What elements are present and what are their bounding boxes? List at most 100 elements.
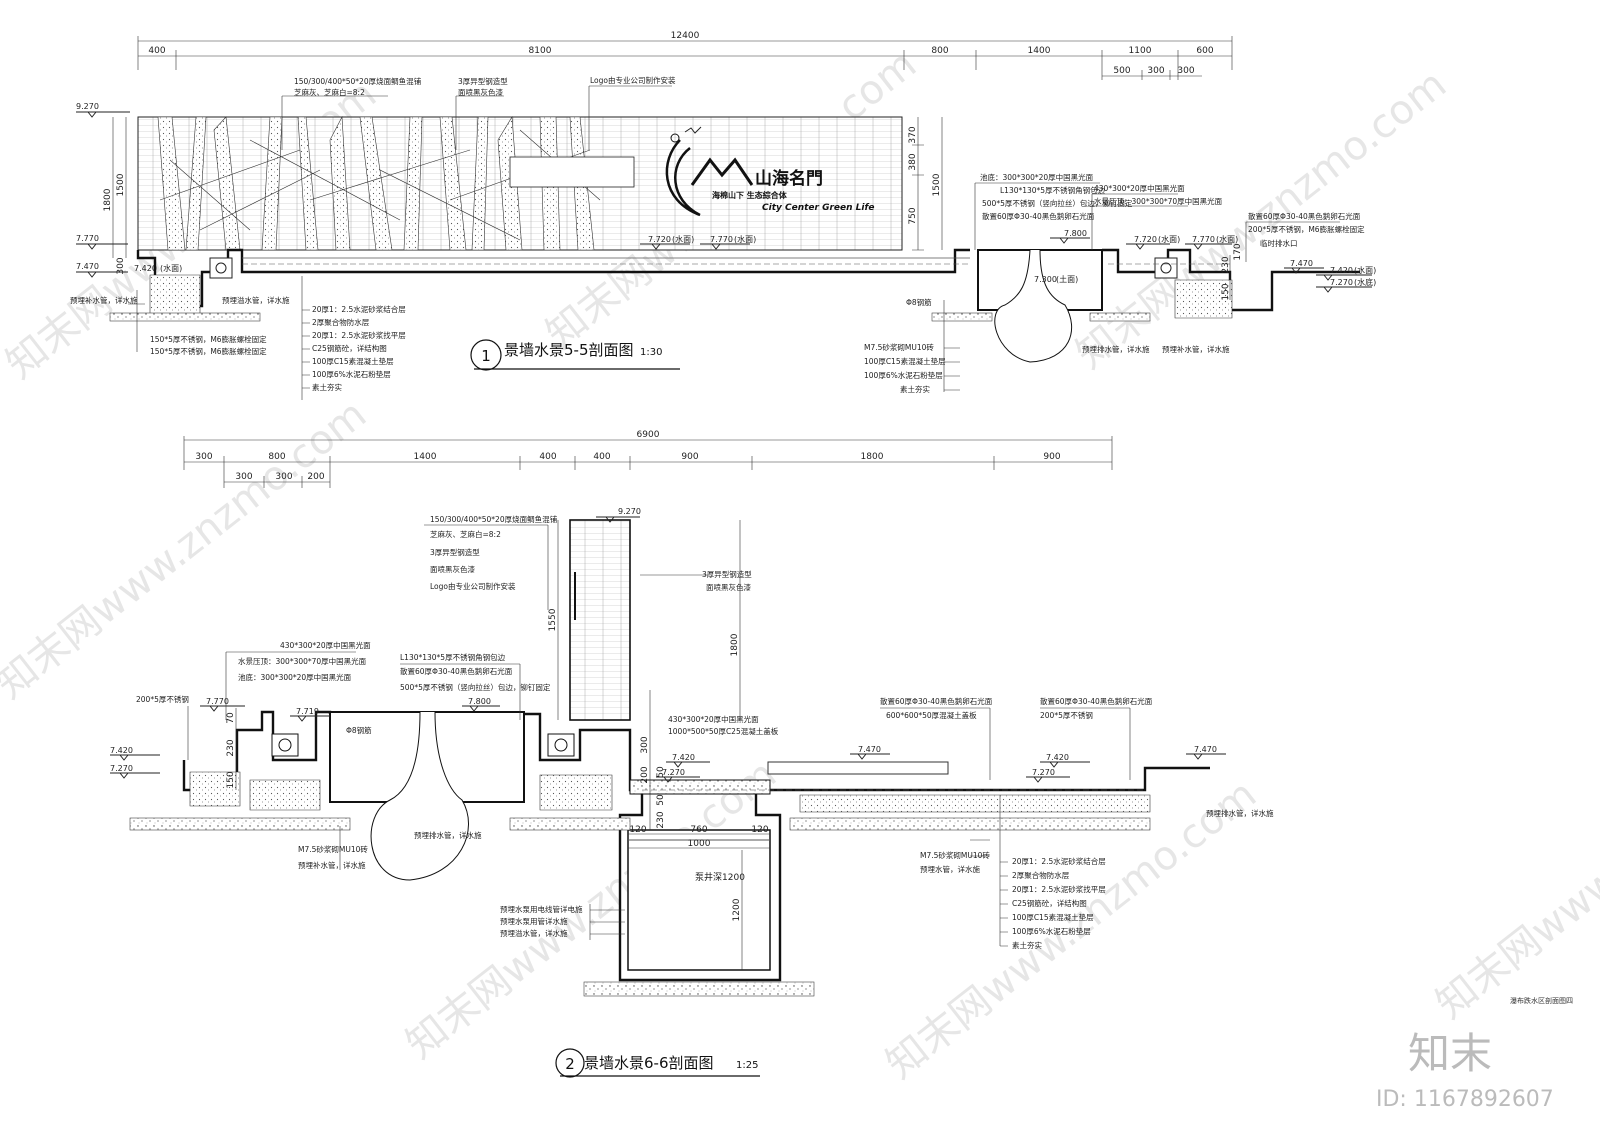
logo-english: City Center Green Life	[762, 203, 875, 213]
note: 1000*500*50厚C25混凝土盖板	[668, 726, 779, 736]
feature-wall-elevation: 山海名門 海棉山下 生态綜合体 City Center Green Life	[137, 115, 903, 251]
note: 预埋补水管，详水施	[1162, 344, 1230, 354]
dim: 200	[640, 766, 650, 783]
section-2-notes-left: 430*300*20厚中国黑光面 水景压顶：300*300*70厚中国黑光面 池…	[136, 640, 551, 760]
level-label: 7.420	[1046, 753, 1069, 762]
dim: 900	[681, 452, 698, 462]
note: 100厚6%水泥石粉垫层	[864, 370, 943, 380]
level-tag: (水面)	[160, 263, 182, 273]
note: 素土夯实	[900, 384, 930, 394]
section-1-levels-left: 9.270 7.770 7.470 7.420 (水面)	[76, 102, 182, 278]
level-tag: (水面)	[1158, 234, 1180, 244]
note: Logo由专业公司制作安装	[430, 581, 516, 591]
dim: 380	[908, 153, 918, 170]
dim: 1550	[548, 608, 558, 631]
note: 430*300*20厚中国黑光面	[1094, 183, 1185, 193]
note: 水景压顶：300*300*70厚中国黑光面	[1094, 196, 1223, 206]
note: 素土夯实	[312, 382, 342, 392]
section-number: 2	[565, 1055, 575, 1073]
dim: 400	[593, 452, 610, 462]
note: 3厚异型钢造型	[702, 569, 752, 579]
level-label: 7.719	[296, 707, 319, 716]
dim: 1100	[1129, 46, 1152, 56]
level-label: 7.770	[710, 235, 733, 244]
section-1-notes-right: 池底：300*300*20厚中国黑光面 L130*130*5厚不锈钢角钢包边 5…	[974, 172, 1365, 262]
note: Φ8钢筋	[906, 297, 932, 307]
note: 面喷黑灰色漆	[706, 582, 751, 592]
section-2-dimensions-left: 70 230 150	[226, 708, 237, 790]
dim: 50	[656, 794, 666, 806]
note: 散置60厚Φ30-40黑色鹅卵石光面	[982, 211, 1095, 221]
level-label: 7.270	[1032, 768, 1055, 777]
level-label: 9.270	[76, 102, 99, 111]
dim: 800	[931, 46, 948, 56]
note: 面喷黑灰色漆	[458, 87, 503, 97]
level-label: 7.300	[1034, 275, 1057, 284]
section-scale: 1:25	[736, 1060, 758, 1071]
section-1-pool	[109, 248, 1360, 363]
note: 200*5厚不锈钢	[136, 694, 189, 704]
level-label: 7.770	[206, 697, 229, 706]
note: 150/300/400*50*20厚烧面鲷鱼混铺	[430, 514, 558, 524]
section-2-levels: 7.770 7.719 7.800 7.420 7.270 7.420 7.27…	[110, 697, 1226, 783]
level-label: 7.720	[1134, 235, 1157, 244]
section-2-notes-layers: 20厚1：2.5水泥砂浆结合层 2厚聚合物防水层 20厚1：2.5水泥砂浆找平层…	[999, 795, 1106, 950]
dim: 230	[656, 811, 666, 828]
section-scale: 1:30	[640, 347, 662, 358]
note: 3厚异型钢造型	[430, 547, 480, 557]
dim: 150	[226, 771, 236, 788]
note: 预埋溢水管，详水施	[222, 295, 290, 305]
dim: 300	[235, 472, 252, 482]
level-label: 7.420	[110, 746, 133, 755]
level-label: 7.270	[110, 764, 133, 773]
section-1-title: 1 景墙水景5-5剖面图 1:30	[470, 339, 680, 371]
note: 500*5厚不锈钢（竖向拉丝）包边，铆钉固定	[982, 198, 1133, 208]
note: 430*300*20厚中国黑光面	[668, 714, 759, 724]
dim: 760	[690, 825, 707, 835]
note: 200*5厚不锈钢	[1040, 710, 1093, 720]
section-1-drawing: 12400 400 8100 800 1400 1100 600 500 300…	[70, 31, 1376, 400]
note: 散置60厚Φ30-40黑色鹅卵石光面	[400, 666, 513, 676]
section-1-levels-right: 7.470 7.420 (水面) 7.270 (水底) 230 150 170	[1221, 243, 1376, 300]
level-label: 7.420	[1330, 266, 1353, 275]
level-label: 7.470	[1194, 745, 1217, 754]
dim: 230	[1221, 256, 1231, 273]
level-label: 7.470	[858, 745, 881, 754]
level-label: 7.770	[76, 234, 99, 243]
level-label: 7.800	[468, 697, 491, 706]
note: 150/300/400*50*20厚烧面鲷鱼混铺	[294, 76, 422, 86]
image-id: ID: 1167892607	[1376, 1087, 1554, 1112]
section-1-dimensions-top: 12400 400 8100 800 1400 1100 600 500 300…	[137, 31, 1233, 80]
note: Φ8钢筋	[346, 725, 372, 735]
level-label: 9.270	[618, 507, 641, 516]
brand-watermark: 知末	[1408, 1029, 1492, 1078]
note: 预埋水管，详水施	[920, 864, 980, 874]
section-1-dimensions-mid: 370 380 750 1500	[908, 117, 943, 251]
note: 20厚1：2.5水泥砂浆找平层	[312, 330, 406, 340]
corner-note: 瀑布跌水区剖面图四	[1510, 996, 1573, 1005]
note: 预埋水泵用管详水施	[500, 916, 568, 926]
level-label: 7.420	[134, 264, 157, 273]
section-title: 景墙水景6-6剖面图	[584, 1054, 714, 1072]
level-tag: (水面)	[1354, 265, 1376, 275]
note: L130*130*5厚不锈钢角钢包边	[1000, 185, 1106, 195]
section-2-pit-dimensions: 120 760 120 1000 泵井深1200 1200 300 200 50…	[628, 690, 770, 970]
note: M7.5砂浆砌MU10砖	[298, 844, 368, 854]
note: 100厚6%水泥石粉垫层	[312, 369, 391, 379]
note: 池底：300*300*20厚中国黑光面	[238, 672, 352, 682]
note: 芝麻灰、芝麻白=8:2	[294, 87, 365, 97]
note: 素土夯实	[1012, 940, 1042, 950]
note: 500*5厚不锈钢（竖向拉丝）包边，铆钉固定	[400, 682, 551, 692]
section-2-dimensions-top: 6900 300 800 1400 400 400 900 1800 900 3…	[183, 430, 1113, 488]
dim-total: 12400	[671, 31, 700, 41]
note: 430*300*20厚中国黑光面	[280, 640, 371, 650]
note: M7.5砂浆砌MU10砖	[864, 342, 934, 352]
level-tag: (水面)	[734, 234, 756, 244]
dim: 1200	[732, 898, 742, 921]
note: Logo由专业公司制作安装	[590, 75, 676, 85]
level-label: 7.800	[1064, 229, 1087, 238]
dim: 1400	[414, 452, 437, 462]
dim: 8100	[529, 46, 552, 56]
note: 预埋溢水管，详水施	[500, 928, 568, 938]
